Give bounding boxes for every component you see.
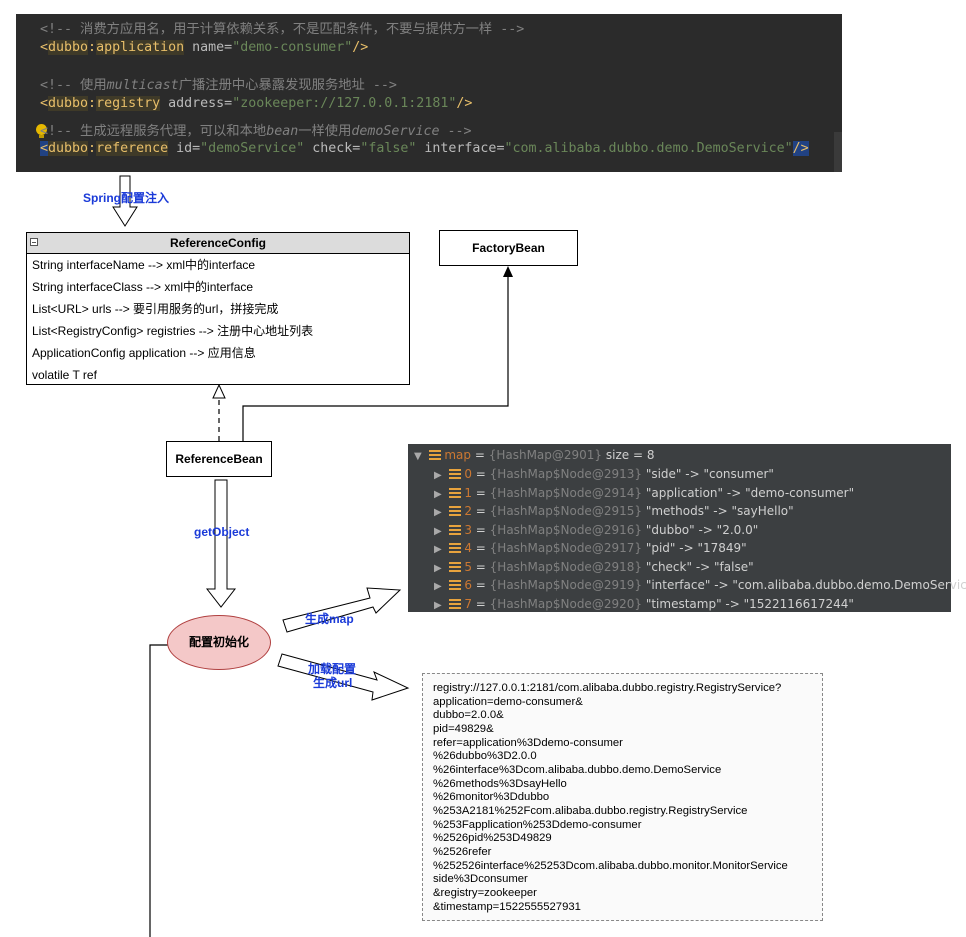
expand-right-icon[interactable]: ▶ [434, 507, 442, 518]
code-scrollbar[interactable] [834, 132, 842, 172]
list-icon [449, 561, 462, 572]
expand-down-icon[interactable]: ▼ [414, 451, 422, 462]
get-object-label: getObject [194, 525, 250, 539]
url-line: application=demo-consumer& [433, 695, 583, 708]
url-line: &registry=zookeeper [433, 886, 537, 899]
url-line: dubbo=2.0.0& [433, 709, 504, 722]
config-init-node: 配置初始化 [167, 615, 271, 670]
expand-right-icon[interactable]: ▶ [434, 525, 442, 537]
reference-bean-class: ReferenceBean [166, 441, 272, 477]
code-line-reference: <dubbo:reference id="demoService" check=… [40, 141, 809, 156]
url-line: %26dubbo%3D2.0.0 [433, 750, 537, 763]
map-entry-2[interactable]: ▶ 2 = {HashMap$Node@2915} "methods" -> "… [434, 504, 794, 518]
map-entry-7[interactable]: ▶ 7 = {HashMap$Node@2920} "timestamp" ->… [434, 596, 854, 611]
code-line-comment-1: <!-- 消费方应用名，用于计算依赖关系，不是匹配条件，不要与提供方一样 --> [40, 22, 525, 37]
url-line: %253A2181%252Fcom.alibaba.dubbo.registry… [433, 804, 748, 817]
expand-right-icon[interactable]: ▶ [434, 488, 442, 500]
realization-arrowhead [212, 383, 226, 399]
reference-config-class: ReferenceConfig String interfaceName -->… [26, 232, 410, 385]
map-entry-0[interactable]: ▶ 0 = {HashMap$Node@2913} "side" -> "con… [434, 467, 774, 481]
url-line: side%3Dconsumer [433, 873, 528, 886]
field-interface-name: String interfaceName --> xml中的interface [32, 258, 256, 272]
list-icon [449, 543, 462, 553]
field-application: ApplicationConfig application --> 应用信息 [32, 346, 256, 360]
list-icon [449, 506, 462, 516]
field-registries: List<RegistryConfig> registries --> 注册中心… [32, 324, 314, 338]
list-icon [429, 450, 442, 460]
url-line: %26interface%3Dcom.alibaba.dubbo.demo.De… [433, 763, 722, 776]
url-line: refer=application%3Ddemo-consumer [433, 736, 623, 749]
spring-inject-arrow [112, 175, 138, 227]
xml-code-panel: <!-- 消费方应用名，用于计算依赖关系，不是匹配条件，不要与提供方一样 -->… [16, 14, 842, 172]
spring-inject-label: Spring配置注入 [83, 191, 169, 205]
url-line: &timestamp=1522555527931 [433, 900, 581, 913]
registry-url-box: registry://127.0.0.1:2181/com.alibaba.du… [422, 673, 823, 921]
init-continue-line [149, 644, 170, 937]
gen-map-arrow [282, 587, 402, 633]
load-config-label: 加载配置 [308, 662, 357, 676]
lightbulb-icon[interactable] [36, 124, 47, 138]
url-line: registry://127.0.0.1:2181/com.alibaba.du… [433, 682, 782, 694]
list-icon [449, 580, 462, 590]
factorybean-link-arrowhead [503, 266, 513, 277]
reference-config-title: ReferenceConfig [27, 233, 409, 254]
gen-url-arrow [277, 653, 410, 701]
collapse-icon[interactable] [30, 238, 38, 246]
url-line: %252526interface%25253Dcom.alibaba.dubbo… [433, 859, 788, 872]
gen-url-label: 生成url [313, 676, 353, 690]
list-icon [449, 487, 462, 498]
list-icon [449, 524, 462, 535]
debugger-variables-panel: ▼ map = {HashMap@2901} size = 8 ▶ 0 = {H… [408, 444, 966, 612]
field-interface-class: String interfaceClass --> xml中的interface [32, 280, 254, 294]
map-entry-6[interactable]: ▶ 6 = {HashMap$Node@2919} "interface" ->… [434, 578, 966, 592]
code-line-application: <dubbo:application name="demo-consumer"/… [40, 40, 369, 55]
url-line: %2526refer [433, 845, 492, 858]
expand-right-icon[interactable]: ▶ [434, 599, 442, 611]
field-ref: volatile T ref [32, 368, 97, 382]
code-line-comment-3: <!-- 生成远程服务代理，可以和本地bean一样使用demoService -… [40, 124, 472, 139]
expand-right-icon[interactable]: ▶ [434, 544, 442, 555]
url-line: %2526pid%253D49829 [433, 832, 552, 845]
url-line: pid=49829& [433, 722, 494, 735]
get-object-arrow [205, 479, 237, 608]
field-urls: List<URL> urls --> 要引用服务的url，拼接完成 [32, 302, 279, 316]
url-line: %26monitor%3Ddubbo [433, 791, 550, 804]
gen-map-label: 生成map [305, 612, 354, 626]
expand-right-icon[interactable]: ▶ [434, 562, 442, 574]
code-line-comment-2: <!-- 使用multicast广播注册中心暴露发现服务地址 --> [40, 78, 397, 93]
map-entry-5[interactable]: ▶ 5 = {HashMap$Node@2918} "check" -> "fa… [434, 559, 754, 574]
map-entry-3[interactable]: ▶ 3 = {HashMap$Node@2916} "dubbo" -> "2.… [434, 522, 759, 537]
expand-right-icon[interactable]: ▶ [434, 581, 442, 592]
list-icon [449, 469, 462, 479]
map-root-row[interactable]: ▼ map = {HashMap@2901} size = 8 [414, 448, 655, 462]
map-entry-1[interactable]: ▶ 1 = {HashMap$Node@2914} "application" … [434, 485, 855, 500]
url-line: %253Fapplication%253Ddemo-consumer [433, 818, 642, 831]
map-entry-4[interactable]: ▶ 4 = {HashMap$Node@2917} "pid" -> "1784… [434, 541, 747, 555]
code-line-registry: <dubbo:registry address="zookeeper://127… [40, 96, 473, 111]
list-icon [449, 598, 462, 609]
url-line: %26methods%3DsayHello [433, 777, 567, 790]
expand-right-icon[interactable]: ▶ [434, 470, 442, 481]
factory-bean-class: FactoryBean [439, 230, 578, 266]
factorybean-link-line [242, 276, 509, 441]
